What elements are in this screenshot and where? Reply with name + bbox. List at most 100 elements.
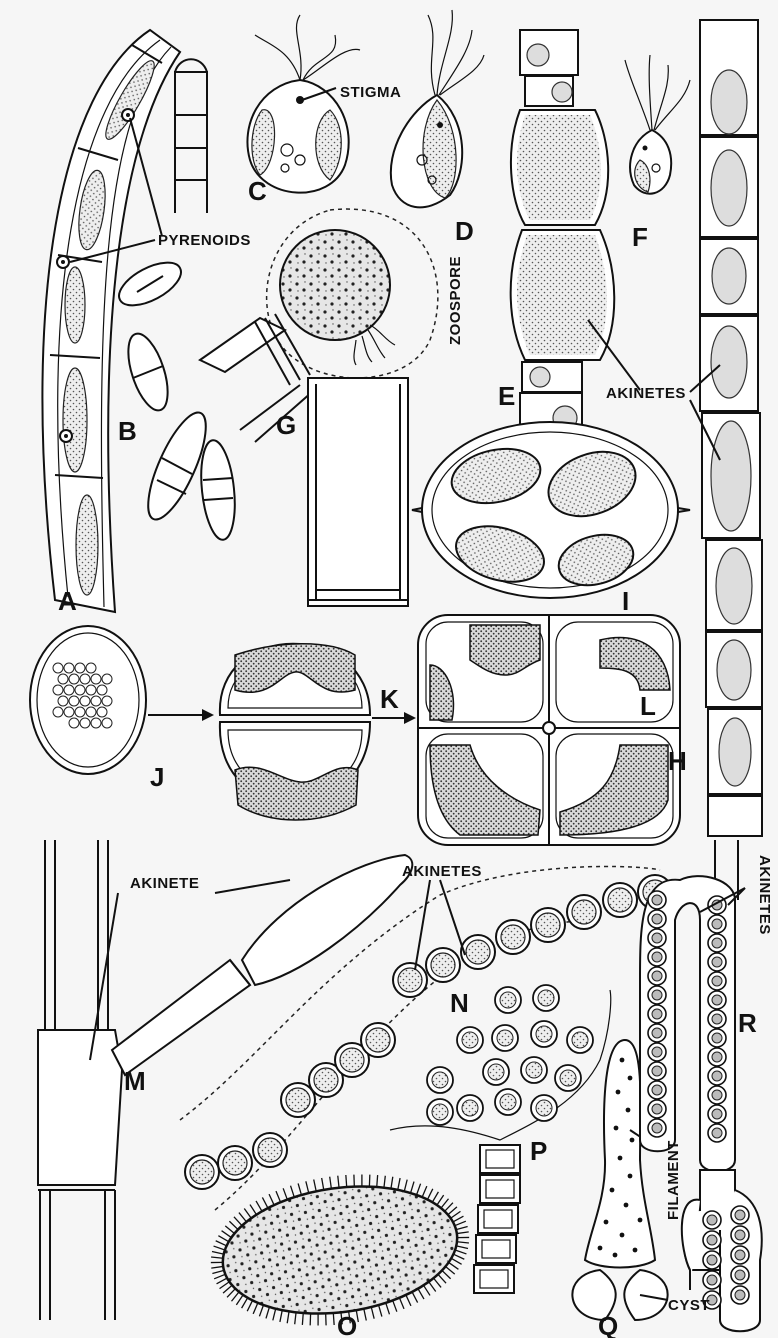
filament-dot [614, 1126, 619, 1131]
cilium [412, 1292, 418, 1303]
grain [75, 685, 85, 695]
letter-q: Q [598, 1311, 618, 1338]
cilium [445, 1203, 453, 1212]
label-akinetes-r: AKINETES [756, 855, 773, 935]
letter-g: G [276, 410, 296, 440]
filament-cell-core [707, 1215, 717, 1225]
cilium [441, 1199, 449, 1208]
filament-cell-core [712, 1052, 722, 1062]
cilium [438, 1274, 446, 1283]
cilium [217, 1278, 228, 1284]
label-pyrenoids: PYRENOIDS [158, 232, 251, 249]
filament-cell-core [712, 957, 722, 967]
filament-cell-core [735, 1290, 745, 1300]
colony-core [500, 992, 516, 1008]
figure-r-filaments [640, 840, 762, 1331]
figure-j-cell [30, 626, 146, 774]
cilium [236, 1295, 243, 1305]
grain [86, 663, 96, 673]
cilium [229, 1221, 238, 1229]
cilium [429, 1282, 436, 1292]
filament-cell-core [707, 1275, 717, 1285]
cilium [442, 1270, 451, 1278]
filament-cell-core [652, 933, 662, 943]
grain [91, 718, 101, 728]
cilium [283, 1188, 287, 1199]
cilium [214, 1246, 225, 1250]
colony-core [497, 1030, 513, 1046]
filament-cell-core [652, 1047, 662, 1057]
grain [58, 696, 68, 706]
filament-dot [628, 1174, 633, 1179]
grain [102, 718, 112, 728]
cilium [457, 1232, 469, 1234]
filament-cell-core [712, 938, 722, 948]
colony-core [560, 1070, 576, 1086]
cilium [291, 1186, 295, 1197]
akinete-core [466, 940, 490, 964]
figure-n-chain [180, 866, 672, 1210]
cilium [455, 1250, 466, 1254]
figure-f-zoospore [625, 55, 690, 194]
cilium [371, 1307, 374, 1319]
cilium [247, 1300, 252, 1311]
grain [64, 663, 74, 673]
cilium [384, 1176, 385, 1188]
filament-cell-core [652, 971, 662, 981]
cilium [456, 1226, 468, 1229]
filament-dot [626, 1108, 631, 1113]
cilium [451, 1258, 461, 1264]
grain [97, 685, 107, 695]
cilium [457, 1242, 469, 1243]
cilium [218, 1236, 228, 1242]
figure-o-cyst [211, 1172, 469, 1328]
grain [58, 674, 68, 684]
filament-cell-core [707, 1255, 717, 1265]
letter-j: J [150, 762, 164, 792]
cilium [259, 1305, 263, 1316]
figure-k-two-cells [220, 644, 370, 820]
filament-cell-core [652, 990, 662, 1000]
filament-dot [610, 1188, 615, 1193]
akinete-core [366, 1028, 390, 1052]
filament-cell-core [712, 919, 722, 929]
label-stigma: STIGMA [340, 84, 401, 101]
cilium [256, 1201, 262, 1211]
cilium [364, 1309, 366, 1321]
cilium [437, 1195, 444, 1205]
cilium [302, 1313, 303, 1325]
cilium [424, 1285, 430, 1295]
cilium [422, 1186, 427, 1197]
filament-cell-core [735, 1270, 745, 1280]
cilium [330, 1177, 332, 1189]
cilium [216, 1241, 227, 1246]
cilium [386, 1303, 390, 1314]
akinete-core [314, 1068, 338, 1092]
akinete-core [431, 953, 455, 977]
grain [75, 663, 85, 673]
filament-dot [620, 1233, 625, 1238]
akinete-core [536, 913, 560, 937]
cilium [333, 1313, 334, 1325]
letter-c: C [248, 176, 267, 206]
filament-dot [620, 1058, 625, 1063]
figure-c-zoospore [247, 15, 360, 193]
cilium [223, 1285, 232, 1293]
cilium [434, 1278, 442, 1287]
cilium [453, 1254, 464, 1259]
cilium [427, 1189, 432, 1200]
cilium [377, 1175, 378, 1187]
cilium [295, 1312, 296, 1324]
akinete-core [501, 925, 525, 949]
label-akinetes-n: AKINETES [402, 863, 482, 880]
cilium [262, 1197, 268, 1208]
figure-e-filament [511, 30, 615, 435]
letter-l: L [640, 691, 656, 721]
cilium [432, 1192, 438, 1202]
filament-cell-core [652, 1009, 662, 1019]
filament-dot [613, 1253, 618, 1258]
filament-cell-core [735, 1230, 745, 1240]
cilium [212, 1270, 224, 1273]
akinete-core [190, 1160, 214, 1184]
cilium [227, 1289, 235, 1298]
